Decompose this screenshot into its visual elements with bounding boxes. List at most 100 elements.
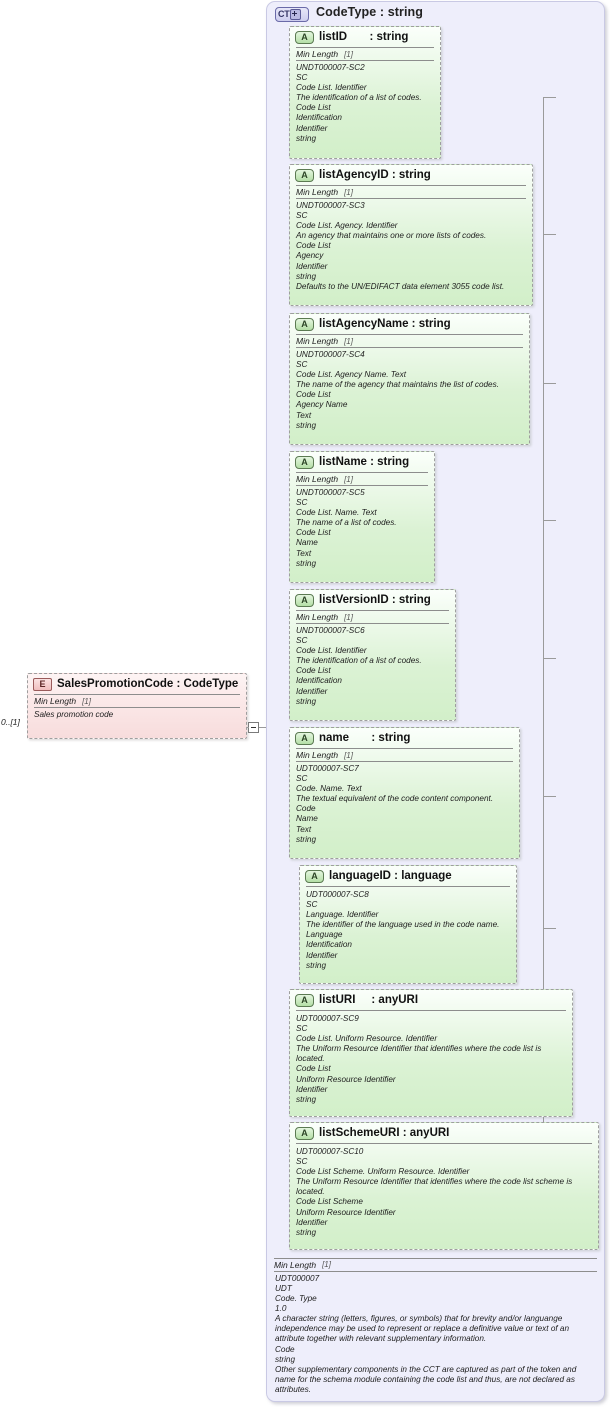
doc-line: Code List. Agency. Identifier [296,221,398,231]
complex-type-documentation: UDT000007 UDT Code. Type 1.0 A character… [272,1272,599,1397]
attribute-facet-occurrence: [1] [344,187,353,197]
attribute-box-listuri[interactable]: A listURI : anyURI UDT000007-SC9 SC Code… [289,989,573,1117]
doc-line: string [296,1227,317,1237]
attribute-facet-label: Min Length [296,187,339,197]
attribute-facet-row: Min Length [1] [296,610,449,624]
tree-stub [544,520,556,521]
element-title-row: E SalesPromotionCode : CodeType [28,674,246,694]
attribute-box-name[interactable]: A name : string Min Length [1] UDT000007… [289,727,520,859]
doc-line: Code List [296,528,331,538]
attribute-box-listagencyid[interactable]: A listAgencyID : string Min Length [1] U… [289,164,533,306]
doc-line: Code List [296,241,331,251]
attribute-facet-label: Min Length [296,474,339,484]
doc-line: Code. Name. Text [296,784,362,794]
doc-line: Text [296,548,312,558]
attribute-box-listagencyname[interactable]: A listAgencyName : string Min Length [1]… [289,313,530,445]
complex-type-footer: Min Length [1] UDT000007 UDT Code. Type … [272,1257,599,1397]
doc-line: The textual equivalent of the code conte… [296,794,494,804]
doc-line: UNDT000007-SC3 [296,201,365,210]
doc-line: string [296,834,317,844]
attribute-separator [296,1143,592,1145]
doc-line: Code List [296,666,331,676]
doc-line: Identifier [306,950,338,960]
element-doc-line: Sales promotion code [34,710,114,719]
attribute-title-row: A languageID : language [300,866,516,886]
doc-line: Identifier [296,261,328,271]
doc-line: SC [296,360,308,370]
attribute-facet-label: Min Length [296,750,339,760]
attribute-facet-occurrence: [1] [344,474,353,484]
attribute-icon: A [295,455,314,469]
tree-stub [544,658,556,659]
attribute-box-languageid[interactable]: A languageID : language UDT000007-SC8 SC… [299,865,517,984]
doc-line: Name [296,538,318,548]
doc-line: UDT000007-SC7 [296,764,359,773]
element-cardinality-label: 0..[1] [1,717,20,727]
doc-line: Code. Type [275,1294,317,1304]
doc-line: UDT000007-SC9 [296,1014,359,1023]
attribute-title-row: A listID : string [290,27,440,47]
collapse-minus-icon[interactable] [248,722,259,733]
doc-line: Code List. Agency Name. Text [296,370,406,380]
doc-line: UNDT000007-SC5 [296,488,365,497]
element-facet-row: Min Length [1] [34,694,240,708]
doc-line: Uniform Resource Identifier [296,1207,396,1217]
attribute-box-listschemeuri[interactable]: A listSchemeURI : anyURI UDT000007-SC10 … [289,1122,599,1250]
attribute-icon-letter: A [301,318,308,329]
doc-line: string [306,960,327,970]
doc-line: UDT000007-SC10 [296,1147,364,1156]
attribute-box-listname[interactable]: A listName : string Min Length [1] UNDT0… [289,451,435,583]
attribute-box-listid[interactable]: A listID : string Min Length [1] UNDT000… [289,26,441,159]
doc-line: Code List [296,103,331,113]
plus-icon[interactable] [290,9,302,20]
element-facet-occurrence: [1] [82,696,91,706]
attribute-name: languageID : language [329,870,452,882]
attribute-title-row: A listAgencyName : string [290,314,529,334]
doc-line: Code List. Uniform Resource. Identifier [296,1034,438,1044]
doc-line: The identifier of the language used in t… [306,920,500,930]
doc-line: Text [296,824,312,834]
doc-line: UNDT000007-SC6 [296,626,365,635]
attribute-icon: A [295,993,314,1007]
complex-type-facet-occurrence: [1] [322,1260,331,1270]
doc-line: An agency that maintains one or more lis… [296,231,487,241]
doc-line: Identifier [296,1217,328,1227]
attribute-name: listAgencyID : string [319,169,431,181]
tree-stub [544,796,556,797]
doc-line: Identifier [296,123,328,133]
doc-line: SC [296,1157,308,1167]
doc-line: UNDT000007-SC2 [296,63,365,72]
doc-line: Agency Name [296,400,348,410]
attribute-icon-letter: A [301,456,308,467]
doc-line: Uniform Resource Identifier [296,1074,396,1084]
element-box-salespromotioncode[interactable]: E SalesPromotionCode : CodeType Min Leng… [27,673,247,739]
doc-line: The name of a list of codes. [296,518,397,528]
doc-line: Other supplementary components in the CC… [275,1364,579,1394]
doc-line: string [296,271,317,281]
attribute-box-listversionid[interactable]: A listVersionID : string Min Length [1] … [289,589,456,721]
doc-line: 1.0 [275,1304,287,1314]
attribute-icon: A [295,168,314,182]
attribute-name: name : string [319,732,411,744]
doc-line: Code List. Identifier [296,83,367,93]
attribute-icon-letter: A [311,870,318,881]
doc-line: Name [296,814,318,824]
doc-line: Code List. Identifier [296,646,367,656]
doc-line: Code [296,804,316,814]
attribute-facet-occurrence: [1] [344,750,353,760]
doc-line: The Uniform Resource Identifier that ide… [296,1177,575,1197]
doc-line: Code [275,1344,295,1354]
tree-stub [544,97,556,98]
attribute-facet-row: Min Length [1] [296,47,434,61]
attribute-documentation: UNDT000007-SC6 SC Code List. Identifier … [290,624,455,710]
doc-line: Defaults to the UN/EDIFACT data element … [296,281,505,291]
complex-type-icon[interactable]: CT [275,7,309,22]
doc-line: string [296,420,317,430]
attribute-documentation: UNDT000007-SC4 SC Code List. Agency Name… [290,348,529,434]
doc-line: string [296,558,317,568]
attribute-icon: A [295,317,314,331]
doc-line: Code List Scheme [296,1197,363,1207]
doc-line: Identifier [296,686,328,696]
doc-line: The identification of a list of codes. [296,93,422,103]
attribute-separator [296,1010,566,1012]
